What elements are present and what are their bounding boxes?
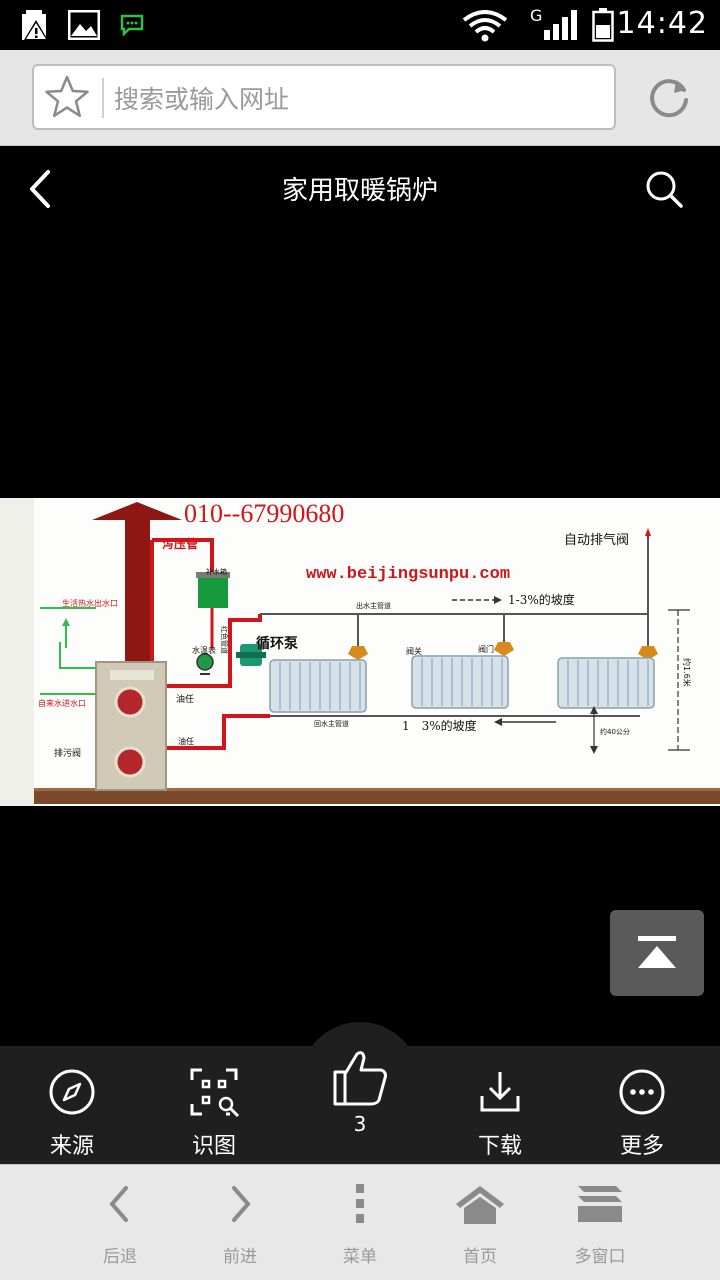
label-drain: 排污阀 [54,747,81,759]
nav-windows-label: 多窗口 [574,1247,626,1267]
search-icon[interactable] [644,168,684,212]
network-type: G [530,6,543,25]
source-label: 来源 [49,1134,94,1159]
label-slope-top: 1-3%的坡度 [508,592,575,607]
battery-icon [592,8,614,42]
identify-label: 识图 [191,1134,236,1159]
label-gauge: 水温表 [192,645,216,655]
compass-icon [49,1069,95,1115]
url-divider [102,78,104,118]
browser-toolbar: 搜索或输入网址 [0,50,720,146]
radiator-2 [411,655,509,709]
signal-icon [544,10,577,40]
label-pressure-pipe: 泻压管 [162,536,198,551]
nav-forward-label: 前进 [223,1247,257,1267]
label-pump: 循环泵 [256,635,298,652]
diagram-svg: 010--67990680 www.beijingsunpu.com 泻压管 自… [0,498,720,806]
heating-system-diagram[interactable]: 010--67990680 www.beijingsunpu.com 泻压管 自… [0,498,720,806]
nav-menu-button[interactable]: 菜单 [310,1180,410,1267]
nav-windows-button[interactable]: 多窗口 [550,1180,650,1267]
label-red-pipe: 红色管道 [220,626,229,654]
warning-icon [22,10,48,40]
scroll-top-icon [638,936,676,968]
more-button[interactable]: 更多 [592,1066,692,1160]
page-title: 家用取暖锅炉 [281,176,438,206]
home-icon [456,1186,504,1224]
label-height: 约40公分 [600,727,630,736]
diagram-phone: 010--67990680 [184,499,344,528]
label-union-bottom: 油任 [178,736,194,746]
label-slope-bottom: 1 3%的坡度 [402,718,477,733]
boiler [95,661,167,791]
nav-forward-button[interactable]: 前进 [190,1180,290,1267]
status-time: 14:42 [616,6,708,41]
menu-dots-icon [356,1184,364,1223]
scroll-to-top-button[interactable] [610,910,704,996]
nav-back-label: 后退 [103,1247,137,1267]
bookmark-star-icon[interactable] [44,74,90,120]
like-button[interactable] [310,1046,410,1112]
label-water-tank: 补水箱 [206,567,227,576]
label-return-main: 回水主管道 [314,719,349,728]
identify-button[interactable]: 识图 [164,1066,264,1160]
thumbs-up-icon [333,1051,387,1106]
scan-image-icon [190,1068,240,1118]
nav-home-label: 首页 [463,1247,497,1267]
more-icon [619,1069,665,1115]
label-union-top: 油任 [176,693,194,705]
radiator-3 [557,657,655,709]
status-bar: G 14:42 [0,0,720,50]
label-cold-inlet: 自来水进水口 [38,698,86,708]
more-label: 更多 [619,1134,664,1159]
label-supply-main: 出水主管道 [356,601,391,610]
chevron-right-icon [232,1186,251,1222]
image-icon [68,10,100,40]
label-valve-2: 阀门 [478,644,494,654]
url-input[interactable]: 搜索或输入网址 [32,64,616,130]
nav-menu-label: 菜单 [343,1247,377,1267]
download-button[interactable]: 下载 [450,1066,550,1160]
label-auto-vent: 自动排气阀 [564,532,629,548]
diagram-website: www.beijingsunpu.com [306,565,510,584]
like-count: 3 [353,1112,367,1136]
viewer-header: 家用取暖锅炉 [0,146,720,234]
label-valve-1: 阀关 [406,646,422,656]
refresh-icon[interactable] [644,72,694,122]
wifi-icon [462,10,508,42]
download-icon [480,1072,520,1112]
nav-home-button[interactable]: 首页 [430,1180,530,1267]
download-label: 下载 [477,1134,522,1159]
chevron-left-icon [109,1186,128,1222]
multi-window-icon [578,1186,622,1222]
message-icon [120,14,144,36]
radiator-1 [269,659,367,713]
source-button[interactable]: 来源 [22,1066,122,1160]
label-rise: 约1.6米 [682,658,692,687]
url-placeholder[interactable]: 搜索或输入网址 [114,85,290,114]
label-hot-outlet: 生活热水出水口 [62,598,118,608]
nav-back-button[interactable]: 后退 [70,1180,170,1267]
back-arrow-icon[interactable] [22,166,62,212]
